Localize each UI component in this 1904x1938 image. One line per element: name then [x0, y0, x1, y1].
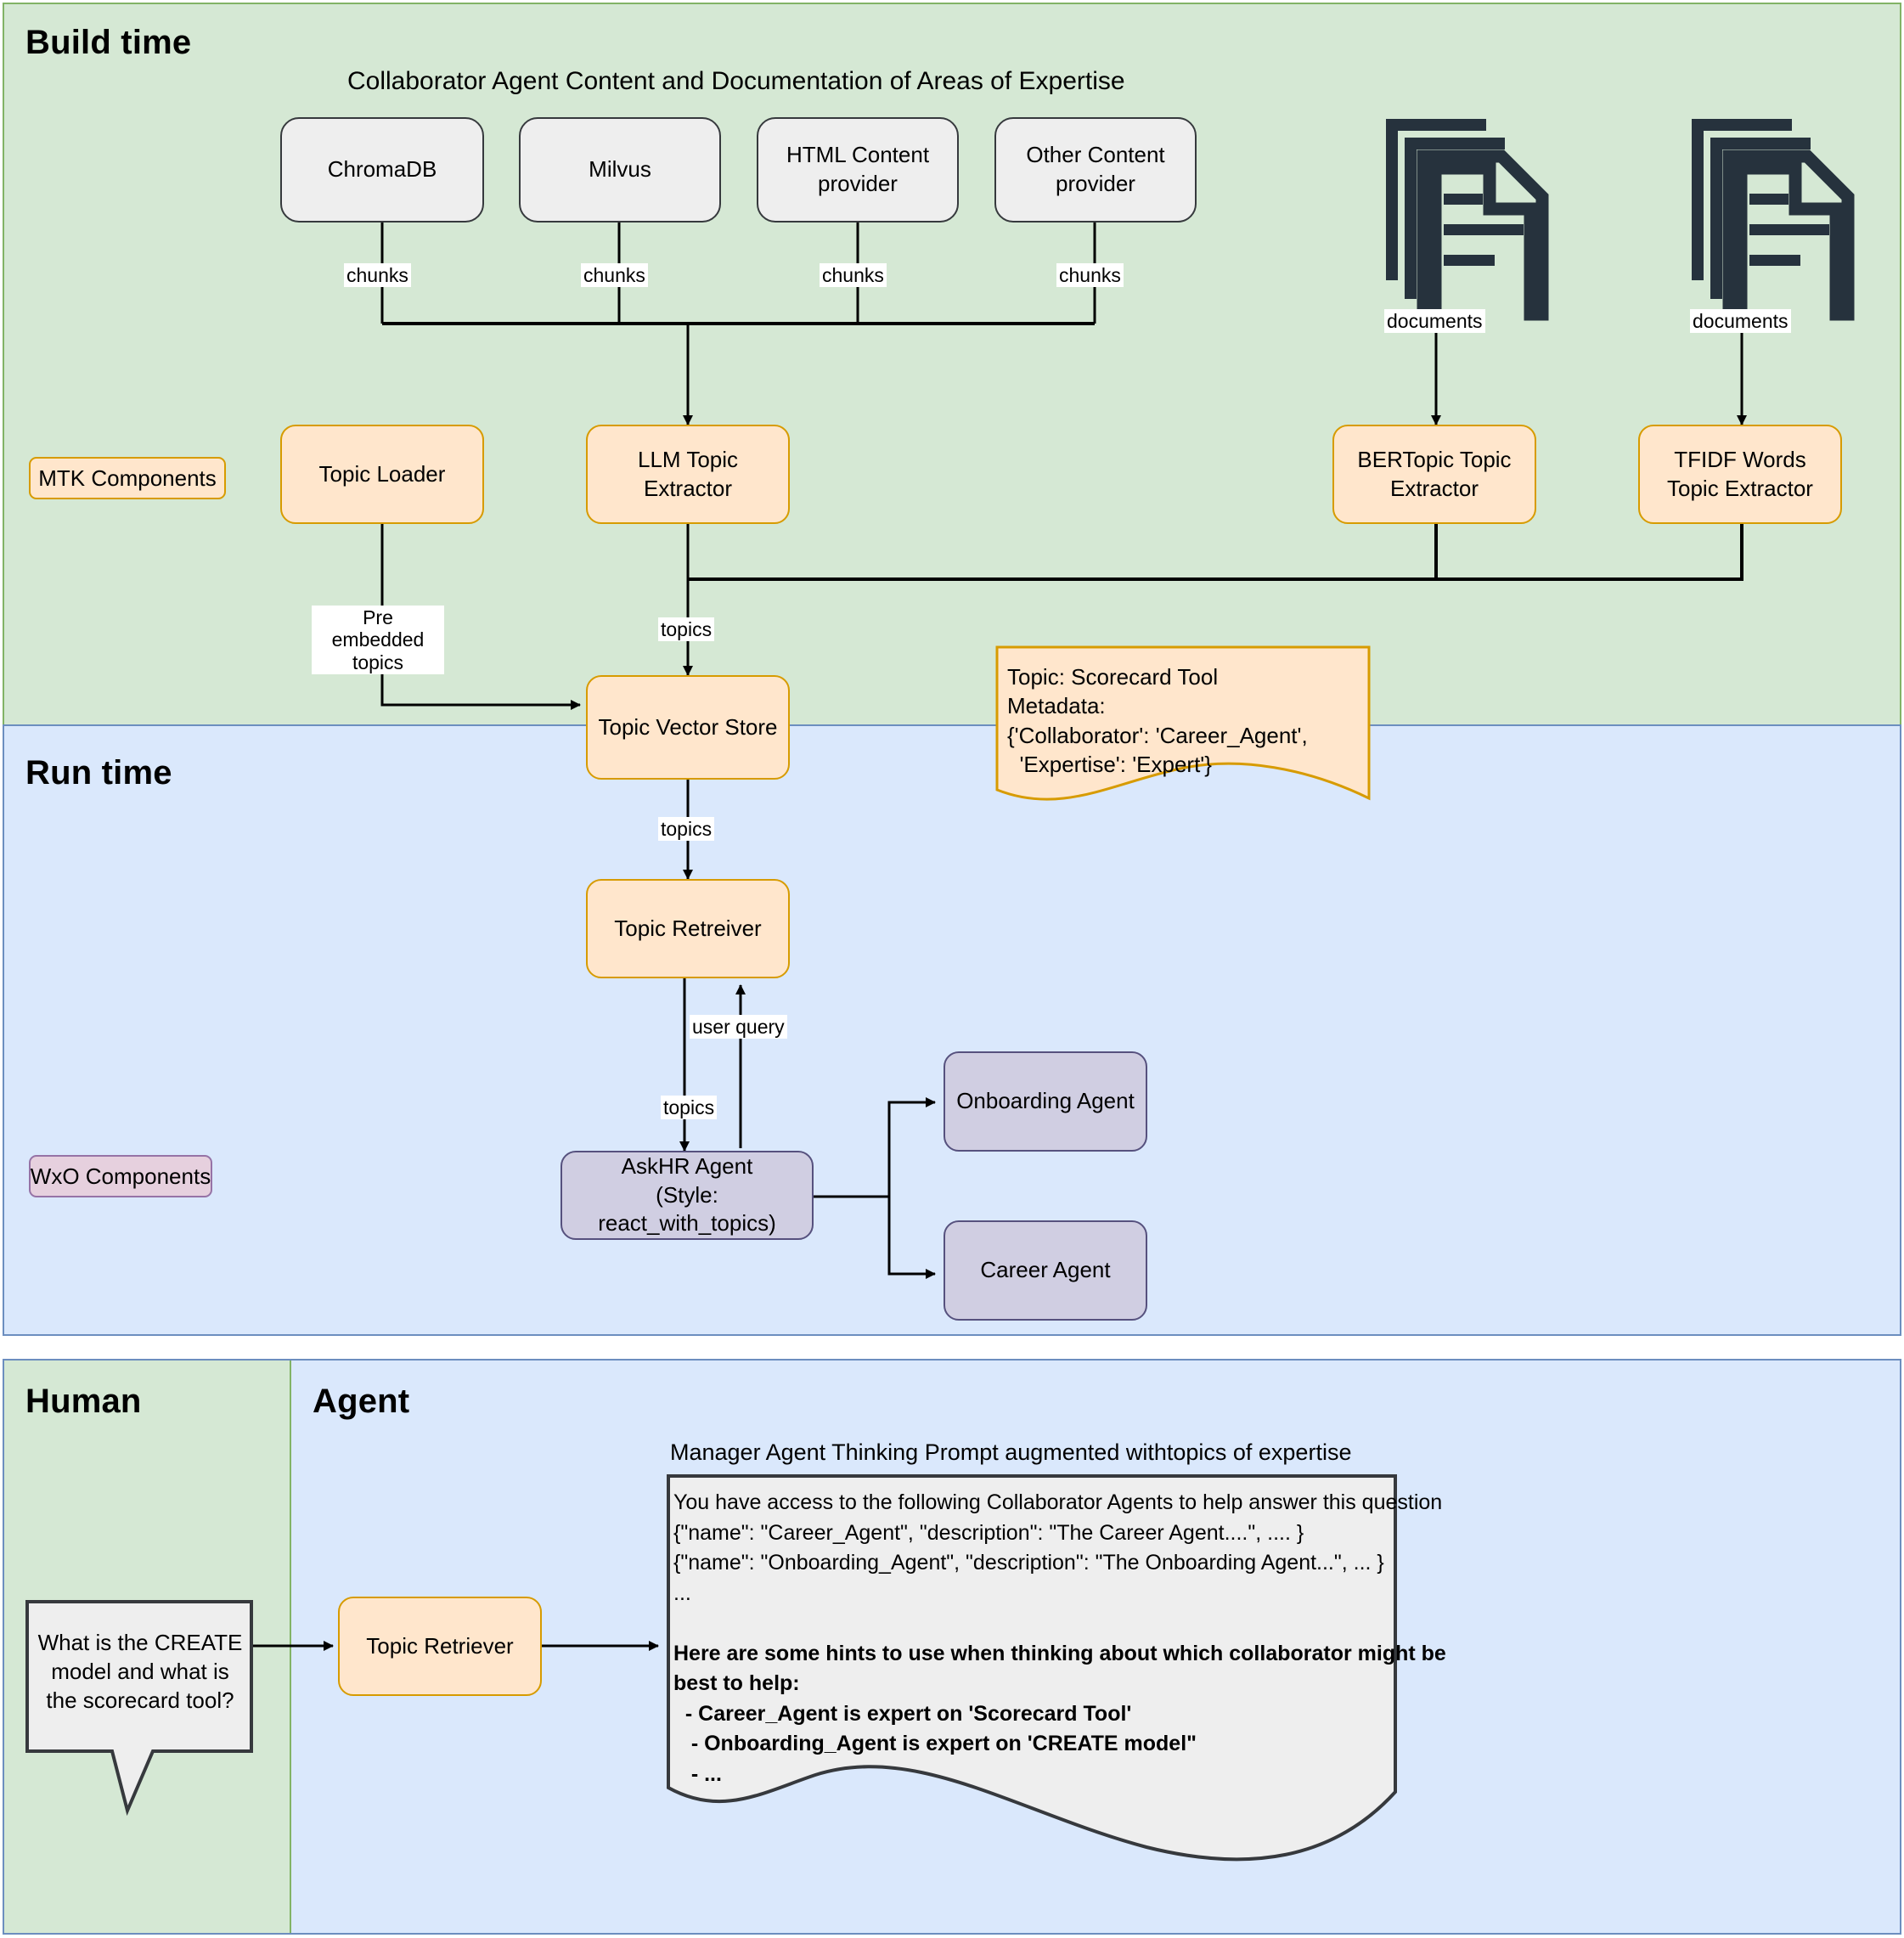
- node-tfidf-words-topic-extractor-label: TFIDF Words Topic Extractor: [1667, 446, 1813, 501]
- edge-label-topics-to-agent: topics: [661, 1096, 718, 1120]
- prompt-line: ...: [673, 1580, 691, 1605]
- prompt-line: - ...: [673, 1761, 722, 1786]
- node-career-agent-label: Career Agent: [980, 1257, 1111, 1283]
- node-onboarding-agent[interactable]: Onboarding Agent: [944, 1051, 1147, 1152]
- node-askhr-agent-label-line1: AskHR Agent: [621, 1152, 753, 1179]
- legend-chip-wxo-label: WxO Components: [30, 1163, 211, 1189]
- edge-label-topics-extractor: topics: [658, 617, 715, 642]
- edge-label-chunks-3: chunks: [820, 263, 887, 288]
- node-topic-retreiver-label: Topic Retreiver: [614, 915, 762, 941]
- build-time-title: Build time: [25, 24, 192, 61]
- agent-title: Agent: [313, 1383, 410, 1420]
- node-topic-vector-store[interactable]: Topic Vector Store: [586, 675, 790, 780]
- source-node-other-content-provider[interactable]: Other Content provider: [994, 117, 1197, 223]
- source-node-html-content-provider-label: HTML Content provider: [786, 142, 930, 196]
- node-topic-loader[interactable]: Topic Loader: [280, 425, 484, 524]
- node-topic-vector-store-label: Topic Vector Store: [598, 713, 778, 740]
- prompt-line: {"name": "Career_Agent", "description": …: [673, 1520, 1304, 1545]
- prompt-line: - Career_Agent is expert on 'Scorecard T…: [673, 1701, 1132, 1726]
- user-question-text: What is the CREATE model and what is the…: [37, 1630, 243, 1713]
- node-bertopic-topic-extractor-label: BERTopic Topic Extractor: [1357, 446, 1512, 501]
- build-time-panel: [3, 3, 1901, 726]
- edge-label-pre-embedded-topics: Pre embedded topics: [312, 606, 444, 675]
- node-onboarding-agent-label: Onboarding Agent: [956, 1088, 1135, 1114]
- node-topic-loader-label: Topic Loader: [318, 460, 446, 487]
- node-bertopic-topic-extractor[interactable]: BERTopic Topic Extractor: [1332, 425, 1536, 524]
- edge-label-chunks-1: chunks: [344, 263, 411, 288]
- edge-label-topics-store-to-retriever: topics: [658, 817, 715, 842]
- prompt-line: [673, 1608, 1387, 1639]
- run-time-title: Run time: [25, 754, 172, 792]
- prompt-line: {"name": "Onboarding_Agent", "descriptio…: [673, 1551, 1384, 1575]
- prompt-body: You have access to the following Collabo…: [673, 1488, 1446, 1789]
- prompt-line: You have access to the following Collabo…: [673, 1490, 1443, 1514]
- prompt-line: Here are some hints to use when thinking…: [673, 1641, 1446, 1665]
- edge-label-documents-2: documents: [1690, 309, 1791, 334]
- edge-label-user-query: user query: [690, 1015, 787, 1039]
- legend-chip-mtk-label: MTK Components: [38, 465, 217, 491]
- node-llm-topic-extractor[interactable]: LLM Topic Extractor: [586, 425, 790, 524]
- node-tfidf-words-topic-extractor[interactable]: TFIDF Words Topic Extractor: [1638, 425, 1842, 524]
- node-bottom-topic-retriever[interactable]: Topic Retriever: [338, 1597, 542, 1696]
- node-askhr-agent-label-line2: (Style: react_with_topics): [598, 1181, 776, 1237]
- source-node-html-content-provider[interactable]: HTML Content provider: [757, 117, 959, 223]
- source-node-milvus[interactable]: Milvus: [519, 117, 721, 223]
- node-career-agent[interactable]: Career Agent: [944, 1220, 1147, 1321]
- prompt-line: - Onboarding_Agent is expert on 'CREATE …: [673, 1732, 1197, 1755]
- source-node-chromadb-label: ChromaDB: [327, 156, 437, 183]
- source-node-other-content-provider-label: Other Content provider: [1026, 142, 1165, 196]
- edge-label-documents-1: documents: [1384, 309, 1485, 334]
- topic-note-text: Topic: Scorecard Tool Metadata: {'Collab…: [1007, 664, 1308, 777]
- source-node-chromadb[interactable]: ChromaDB: [280, 117, 484, 223]
- human-title: Human: [25, 1383, 142, 1420]
- node-topic-retreiver[interactable]: Topic Retreiver: [586, 879, 790, 978]
- edge-label-chunks-2: chunks: [581, 263, 648, 288]
- source-node-milvus-label: Milvus: [589, 156, 651, 183]
- legend-chip-wxo-components: WxO Components: [29, 1155, 212, 1197]
- node-askhr-agent[interactable]: AskHR Agent (Style: react_with_topics): [560, 1151, 814, 1240]
- build-section-header: Collaborator Agent Content and Documenta…: [347, 67, 1125, 95]
- node-llm-topic-extractor-label: LLM Topic Extractor: [637, 446, 739, 501]
- edge-label-chunks-4: chunks: [1056, 263, 1124, 288]
- node-bottom-topic-retriever-label: Topic Retriever: [366, 1632, 514, 1659]
- prompt-line: best to help:: [673, 1671, 800, 1695]
- legend-chip-mtk-components: MTK Components: [29, 457, 226, 499]
- prompt-caption: Manager Agent Thinking Prompt augmented …: [670, 1439, 1352, 1465]
